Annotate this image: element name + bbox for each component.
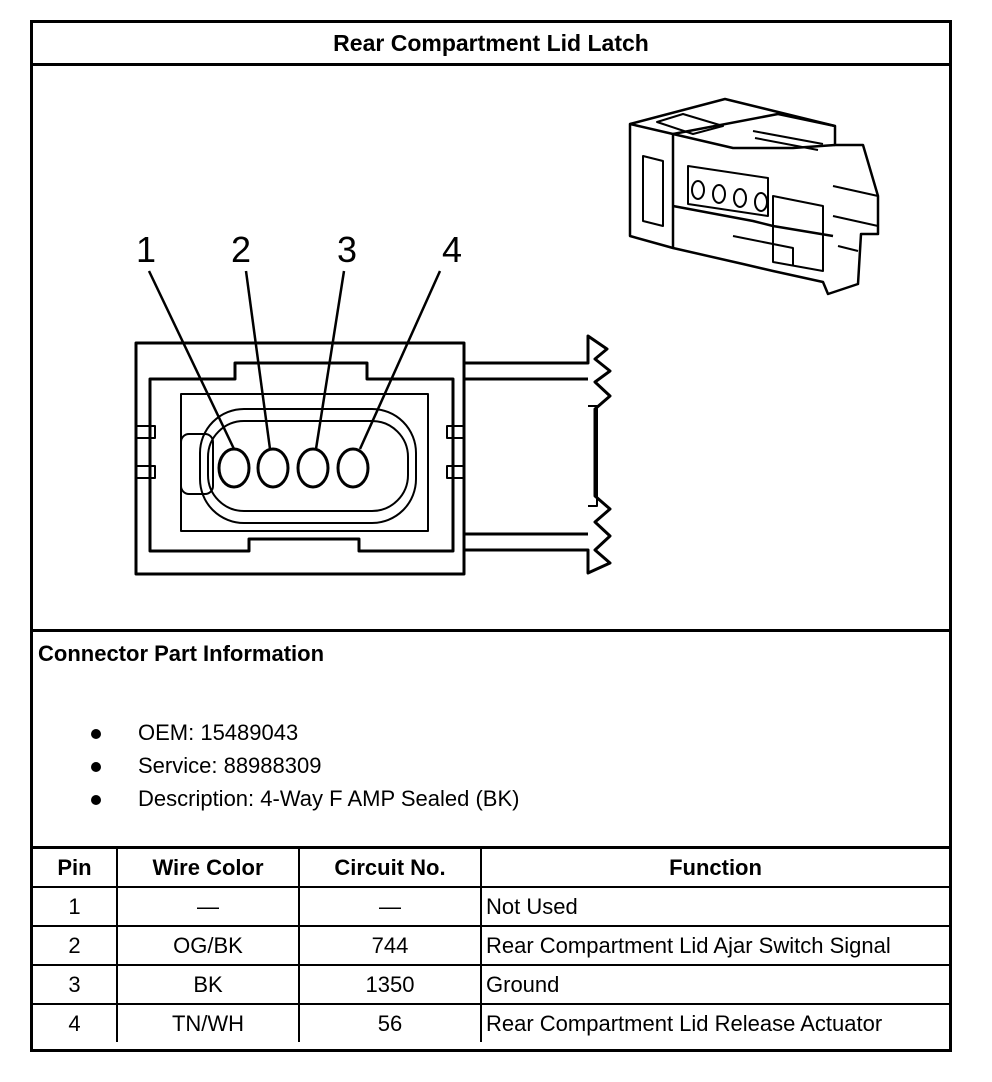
bullet-icon	[91, 795, 101, 805]
cell-pin: 2	[33, 925, 118, 966]
pin-label-1: 1	[136, 229, 156, 270]
table-row: 4 TN/WH 56 Rear Compartment Lid Release …	[33, 1003, 949, 1042]
cell-wire-color: TN/WH	[116, 1003, 300, 1042]
connector-face-view	[134, 334, 612, 576]
cell-wire-color: OG/BK	[116, 925, 300, 966]
connector-drawing: 1 2 3 4	[134, 97, 880, 576]
connector-isometric-view	[628, 97, 880, 296]
connector-diagram: 1 2 3 4	[33, 66, 949, 632]
cell-circuit: 1350	[298, 964, 482, 1005]
cell-wire-color: —	[116, 886, 300, 927]
cell-function: Ground	[480, 964, 949, 1005]
cell-wire-color: BK	[116, 964, 300, 1005]
oem-part-number: OEM: 15489043	[138, 720, 299, 745]
cell-circuit: 744	[298, 925, 482, 966]
table-row: 1 — — Not Used	[33, 886, 949, 927]
bullet-icon	[91, 762, 101, 772]
pinout-table: Pin Wire Color Circuit No. Function 1 — …	[33, 849, 949, 1042]
service-part-number: Service: 88988309	[138, 753, 322, 778]
pin-label-2: 2	[231, 229, 251, 270]
list-item: Description: 4-Way F AMP Sealed (BK)	[85, 782, 519, 815]
cell-pin: 4	[33, 1003, 118, 1042]
cell-function: Rear Compartment Lid Release Actuator	[480, 1003, 949, 1042]
pin-label-3: 3	[337, 229, 357, 270]
cell-circuit: 56	[298, 1003, 482, 1042]
list-item: Service: 88988309	[85, 749, 519, 782]
connector-sheet: Rear Compartment Lid Latch 1 2 3 4	[30, 20, 952, 1052]
connector-part-info: Connector Part Information OEM: 15489043…	[33, 632, 949, 849]
pin-leader-lines	[147, 270, 442, 450]
cell-function: Rear Compartment Lid Ajar Switch Signal	[480, 925, 949, 966]
connector-info-list: OEM: 15489043 Service: 88988309 Descript…	[85, 716, 519, 815]
list-item: OEM: 15489043	[85, 716, 519, 749]
cell-pin: 1	[33, 886, 118, 927]
bullet-icon	[91, 729, 101, 739]
cell-pin: 3	[33, 964, 118, 1005]
header-function: Function	[480, 849, 949, 888]
connector-info-heading: Connector Part Information	[38, 641, 325, 666]
table-row: 3 BK 1350 Ground	[33, 964, 949, 1005]
table-header-row: Pin Wire Color Circuit No. Function	[33, 849, 949, 888]
table-row: 2 OG/BK 744 Rear Compartment Lid Ajar Sw…	[33, 925, 949, 966]
pin-label-4: 4	[442, 229, 462, 270]
connector-description: Description: 4-Way F AMP Sealed (BK)	[138, 786, 520, 811]
cell-circuit: —	[298, 886, 482, 927]
header-wire-color: Wire Color	[116, 849, 300, 888]
header-circuit-no: Circuit No.	[298, 849, 482, 888]
cell-function: Not Used	[480, 886, 949, 927]
header-pin: Pin	[33, 849, 118, 888]
page-title: Rear Compartment Lid Latch	[33, 23, 949, 66]
